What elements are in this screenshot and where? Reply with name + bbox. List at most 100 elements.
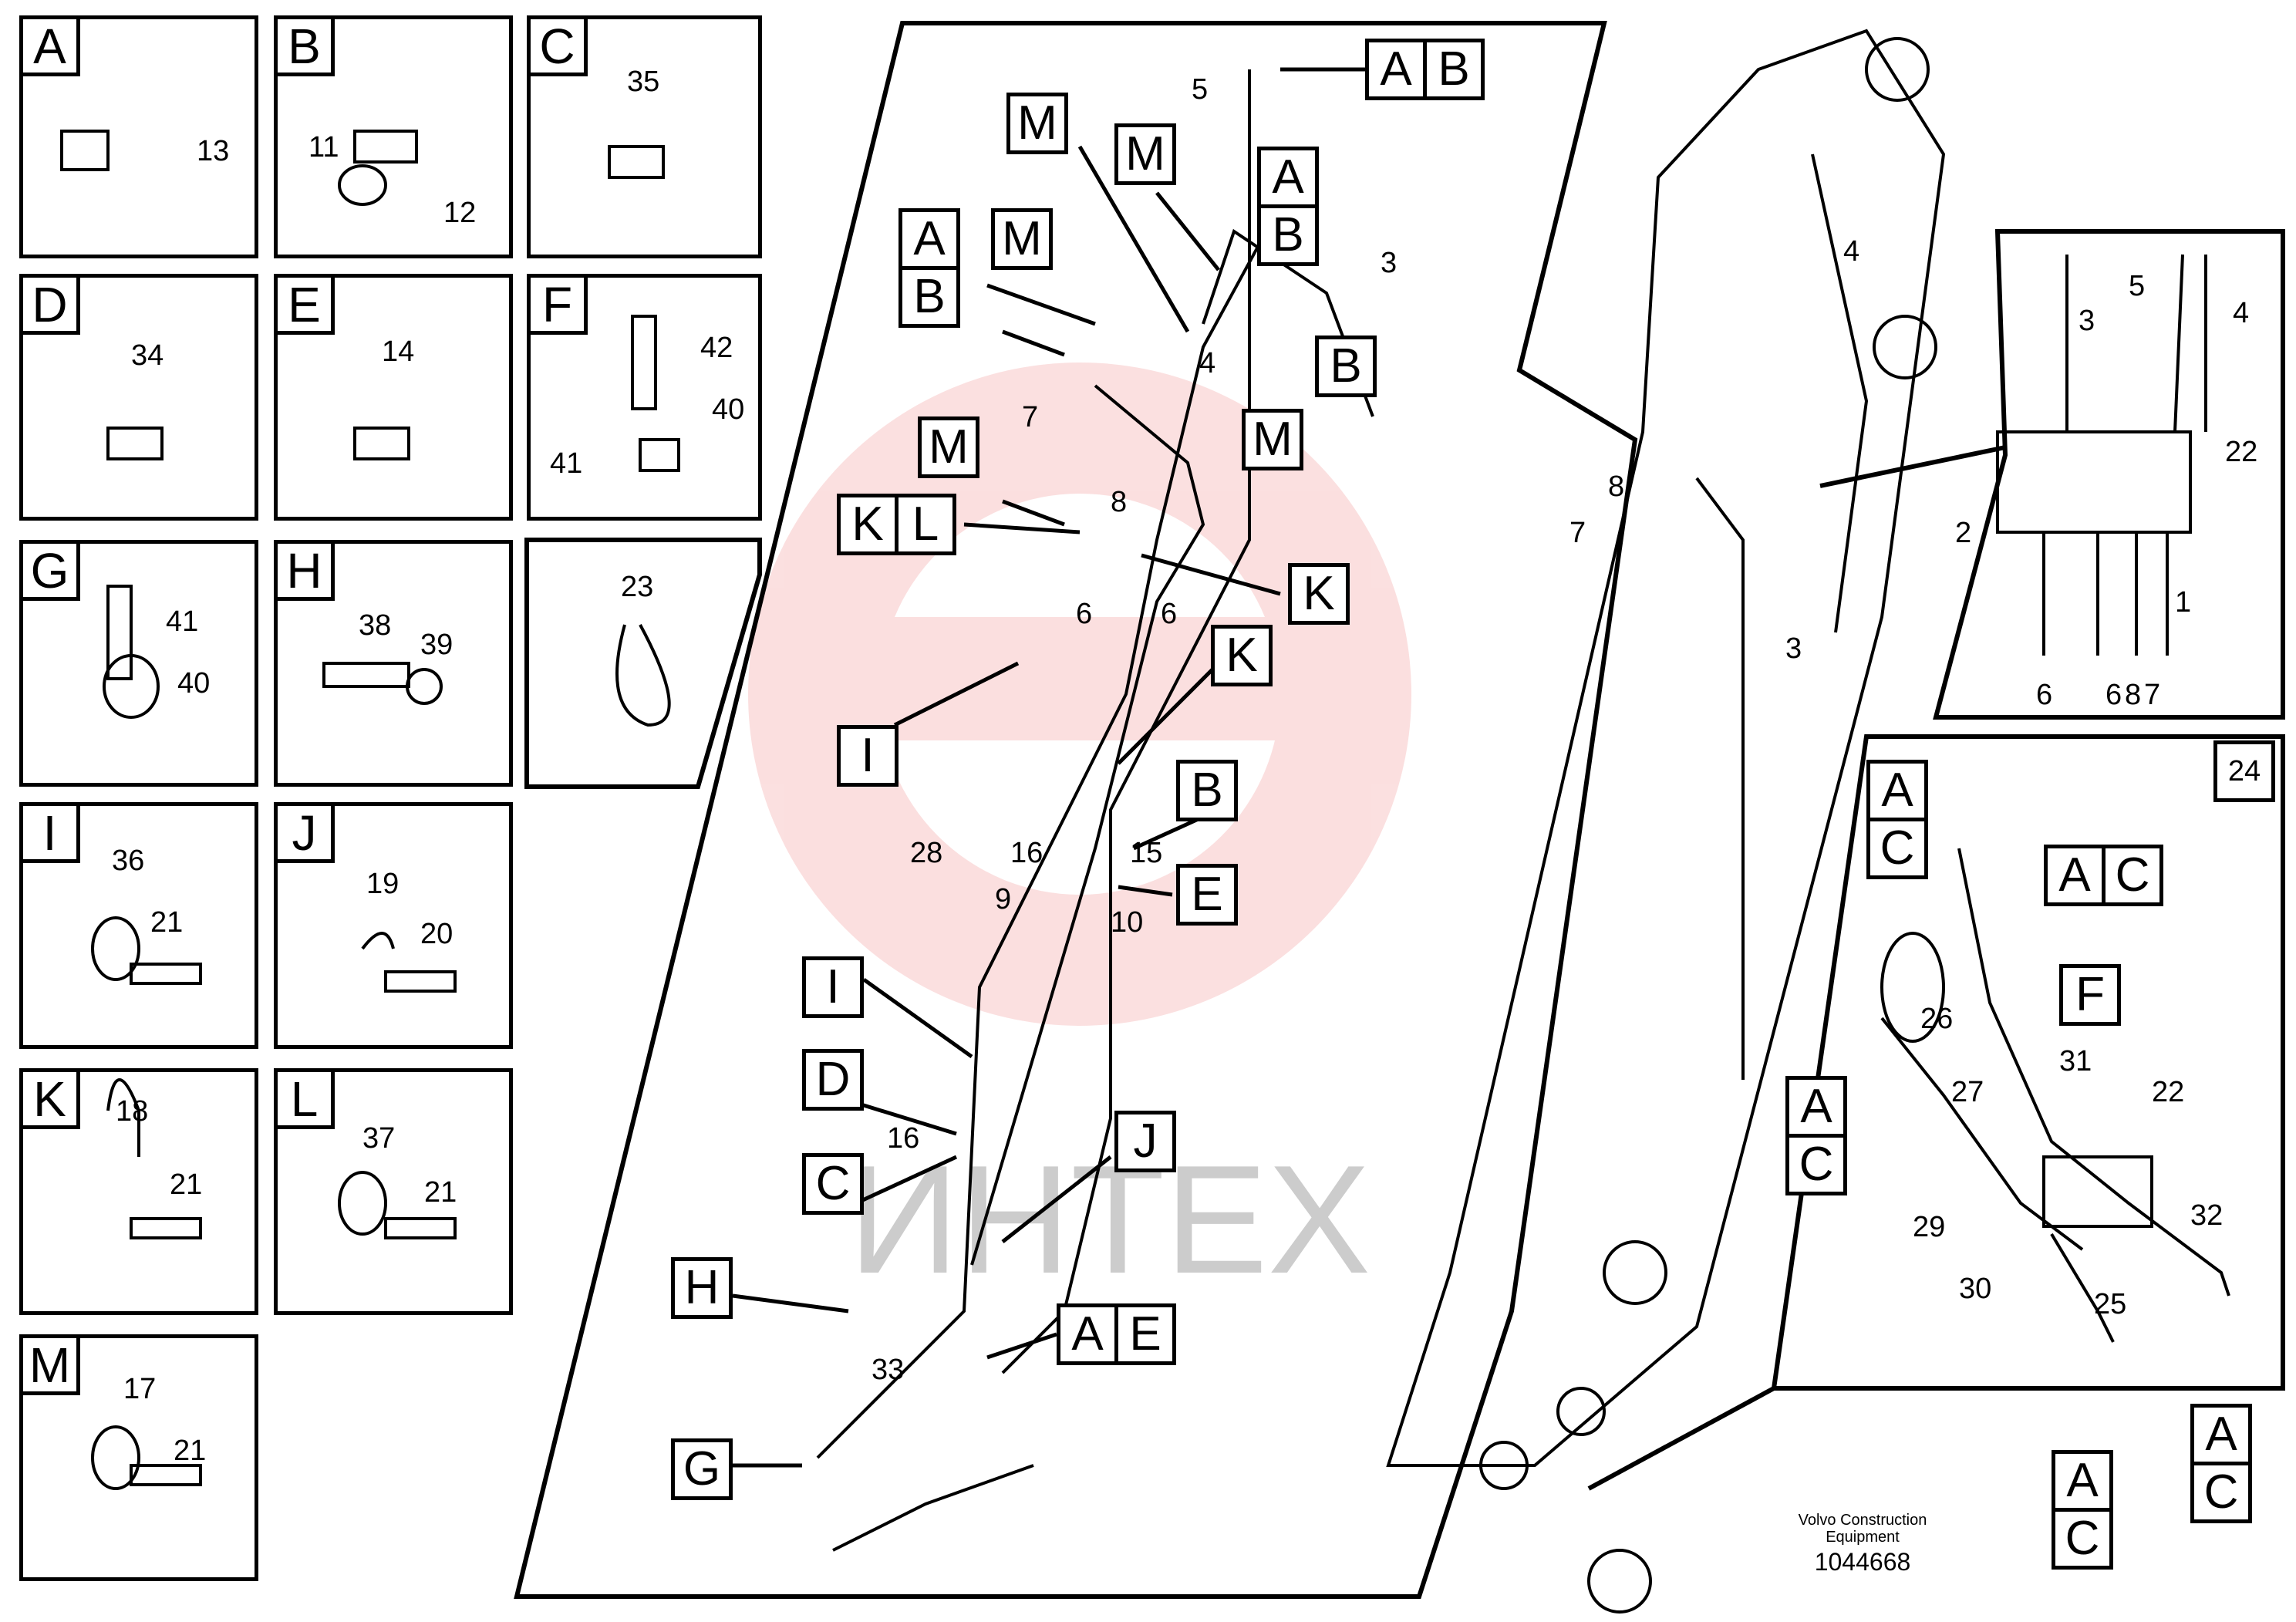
tag-d: D: [802, 1049, 864, 1111]
callout-number: 5: [1192, 73, 1209, 106]
callout-number: 31: [2059, 1045, 2092, 1077]
callout-number: 29: [1913, 1211, 1946, 1243]
part-number: 34: [131, 339, 164, 372]
tag-f: F: [2059, 964, 2121, 1026]
tag-letter: M: [1253, 413, 1293, 466]
part-number: 40: [712, 393, 745, 426]
part-number: 11: [308, 131, 339, 164]
watermark-text: ИНТЕХ: [848, 1134, 1371, 1306]
tag-letter: A: [1071, 1307, 1104, 1361]
detail-letter: H: [278, 544, 335, 601]
callout-number: 1: [2175, 586, 2192, 619]
callout-number: 8: [1111, 486, 1128, 518]
tag-letter: I: [861, 729, 875, 782]
callout-number: 4: [1843, 235, 1860, 268]
brand-name: Volvo Construction: [1798, 1512, 1927, 1529]
callout-number: 8: [2125, 679, 2142, 711]
part-number: 14: [382, 336, 415, 368]
inset-number: 24: [2227, 755, 2261, 787]
part-number: 23: [621, 571, 654, 603]
detail-letter: E: [278, 278, 335, 335]
detail-letter: L: [278, 1072, 335, 1129]
tag-letter: B: [1330, 339, 1362, 393]
footer-brand: Volvo Construction Equipment 1044668: [1766, 1512, 1959, 1574]
tag-letter: B: [1191, 764, 1223, 817]
callout-number: 4: [1199, 347, 1216, 379]
callout-number: 15: [1130, 837, 1163, 869]
tag-letter: K: [1303, 567, 1335, 620]
tag-j: J: [1114, 1111, 1176, 1172]
tag-g: G: [671, 1438, 733, 1500]
detail-box-j: J 19 20: [274, 802, 513, 1049]
tag-h: H: [671, 1257, 733, 1319]
detail-box-a: A 13: [19, 15, 258, 258]
detail-box-l: L 37 21: [274, 1068, 513, 1315]
tag-m: M: [918, 416, 979, 478]
tag-letter: L: [895, 497, 952, 551]
callout-number: 22: [2225, 436, 2258, 468]
callout-number: 33: [872, 1354, 905, 1386]
detail-letter: G: [23, 544, 80, 601]
tag-letter: M: [1002, 212, 1042, 265]
part-number: 17: [123, 1373, 157, 1405]
callout-number: 3: [1381, 247, 1397, 279]
part-number: 39: [420, 629, 453, 661]
part-number: 21: [150, 906, 184, 939]
callout-number: 25: [2094, 1288, 2127, 1320]
tag-letter: E: [1114, 1307, 1172, 1361]
tag-letter: J: [1133, 1114, 1158, 1168]
callout-number: 7: [2144, 679, 2161, 711]
detail-box-k: K 18 21: [19, 1068, 258, 1315]
tag-m: M: [1114, 123, 1176, 185]
part-number: 35: [627, 66, 660, 98]
tag-letter: M: [1125, 127, 1165, 180]
tag-e: E: [1176, 864, 1238, 926]
tag-letter: A: [2205, 1408, 2237, 1461]
callout-number: 16: [1010, 837, 1043, 869]
tag-letter: F: [2075, 968, 2105, 1021]
tag-m: M: [1242, 409, 1303, 470]
detail-box-m: M 17 21: [19, 1334, 258, 1581]
detail-letter: C: [531, 19, 588, 76]
tag-letter: B: [902, 266, 956, 324]
detail-letter: D: [23, 278, 80, 335]
tag-letter: A: [1380, 42, 1412, 96]
callout-number: 3: [2079, 305, 2095, 337]
callout-number: 26: [1920, 1003, 1954, 1035]
detail-box-g: G 41 40: [19, 540, 258, 787]
detail-box-d: D 34: [19, 274, 258, 521]
callout-number: 9: [995, 883, 1012, 916]
tag-letter: C: [1870, 818, 1924, 875]
tag-letter: E: [1191, 868, 1223, 921]
callout-number: 32: [2190, 1199, 2224, 1232]
tag-i: I: [802, 956, 864, 1018]
detail-box-b: B 11 12: [274, 15, 513, 258]
part-number: 13: [197, 135, 230, 167]
part-number: 21: [424, 1176, 457, 1209]
boom-drawing: [1386, 29, 1946, 1614]
callout-number: 10: [1111, 906, 1144, 939]
callout-number: 30: [1959, 1273, 1992, 1305]
callout-number: 7: [1569, 517, 1586, 549]
tag-letter: C: [1789, 1134, 1843, 1192]
detail-letter: F: [531, 278, 588, 335]
detail-letter: A: [23, 19, 80, 76]
part-number: 37: [362, 1122, 396, 1155]
brand-sub: Equipment: [1826, 1529, 1900, 1546]
watermark-gear-icon: [748, 363, 1411, 1026]
detail-box-c: C 35: [527, 15, 762, 258]
tag-letter: K: [1226, 629, 1258, 682]
callout-number: 6: [1076, 598, 1093, 630]
tag-letter: C: [815, 1157, 851, 1210]
tag-c: C: [802, 1153, 864, 1215]
tag-m: M: [1006, 93, 1068, 154]
tag-letter: A: [2066, 1454, 2099, 1507]
